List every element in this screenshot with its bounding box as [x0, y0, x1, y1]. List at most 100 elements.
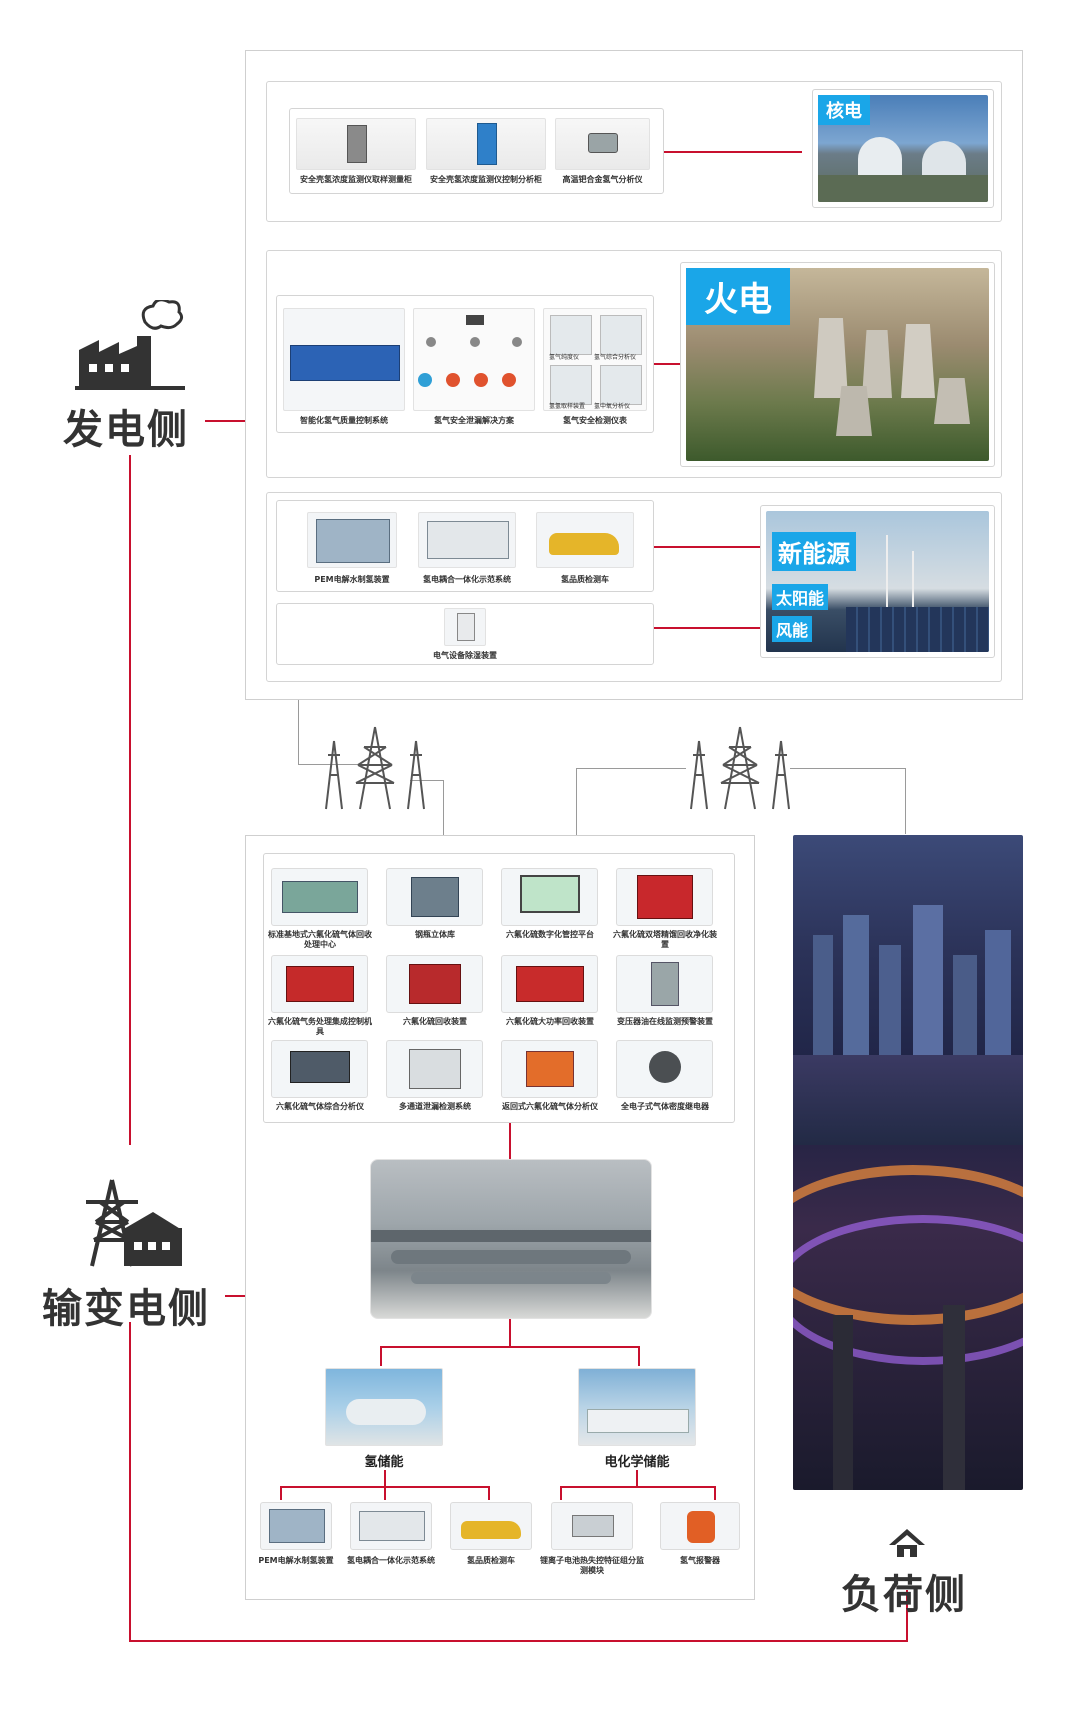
- substation-down-link: [509, 1319, 511, 1347]
- nuclear-tag: 核电: [818, 95, 870, 125]
- label-bottom-2: 氢品质检测车: [467, 1556, 515, 1565]
- product-palladium-analyzer[interactable]: [555, 118, 650, 170]
- load-side-label: 负荷侧: [841, 1572, 967, 1618]
- label-nuclear-2: 高温钯合金氢气分析仪: [562, 175, 643, 184]
- home-icon: [887, 1527, 927, 1559]
- label-renewable-1: 氢电耦合一体化示范系统: [423, 575, 511, 584]
- label-sf6-6: 六氟化硫大功率回收装置: [506, 1017, 594, 1026]
- nuclear-link: [664, 151, 802, 153]
- product-card-1[interactable]: [386, 868, 483, 926]
- bottom-line: [129, 1640, 908, 1642]
- product-control-cabinet[interactable]: [426, 118, 546, 170]
- substation-icon: [82, 1178, 182, 1268]
- electrochem-storage-label: 电化学储能: [604, 1455, 670, 1470]
- substation-photo: [370, 1159, 652, 1319]
- thermal-link: [654, 363, 680, 365]
- left-spine-bottom: [129, 1322, 131, 1642]
- electrochem-storage-photo: [578, 1368, 696, 1446]
- product-hydrogen-instruments[interactable]: [543, 308, 647, 411]
- label-nuclear-0: 安全壳氢浓度监测仪取样测量柜: [300, 175, 412, 184]
- tower-line-e: [576, 768, 577, 835]
- ec-branch-r: [714, 1486, 716, 1500]
- hydrogen-storage-photo: [325, 1368, 443, 1446]
- h2-branch-down: [384, 1470, 386, 1486]
- label-sf6-9: 多通道泄漏检测系统: [399, 1102, 471, 1111]
- storage-branch-left: [380, 1346, 382, 1366]
- tower-line-a: [298, 700, 299, 765]
- label-sf6-11: 全电子式气体密度继电器: [621, 1102, 709, 1111]
- transmission-tower-icon-right: [685, 725, 795, 810]
- transmission-side-label: 输变电侧: [42, 1286, 210, 1332]
- generation-side-label: 发电侧: [63, 407, 189, 453]
- label-sf6-7: 变压器油在线监测预警装置: [617, 1017, 713, 1026]
- product-card-8[interactable]: [271, 1040, 368, 1098]
- product-hydrogen-quality-system[interactable]: [283, 308, 405, 411]
- h2-branch-r: [488, 1486, 490, 1500]
- h2-branch-l: [280, 1486, 282, 1500]
- product-dehumidifier[interactable]: [444, 608, 486, 646]
- label-nuclear-1: 安全壳氢浓度监测仪控制分析柜: [430, 175, 542, 184]
- left-spine-top: [129, 455, 131, 1145]
- label-renewable-2: 氢品质检测车: [561, 575, 609, 584]
- label-bottom-4: 氢气报警器: [680, 1556, 720, 1565]
- h2-branch-m: [384, 1486, 386, 1500]
- product-card-10[interactable]: [501, 1040, 598, 1098]
- storage-branch: [380, 1346, 640, 1348]
- ec-branch: [560, 1486, 716, 1488]
- bottom-product-2[interactable]: [450, 1502, 532, 1550]
- ec-branch-l: [560, 1486, 562, 1500]
- product-hydrogen-test-vehicle[interactable]: [536, 512, 634, 568]
- trans-link: [225, 1295, 245, 1297]
- tower-line-c: [410, 780, 444, 781]
- tower-line-b: [298, 764, 358, 765]
- label-sf6-5: 六氟化硫回收装置: [403, 1017, 467, 1026]
- product-leak-solution[interactable]: [413, 308, 535, 411]
- thermal-tag: 火电: [686, 268, 790, 325]
- factory-icon: [75, 300, 185, 390]
- solar-tag: 太阳能: [772, 584, 829, 610]
- product-pem-electrolyzer[interactable]: [307, 512, 397, 568]
- product-card-5[interactable]: [386, 955, 483, 1013]
- bottom-product-1[interactable]: [350, 1502, 432, 1550]
- renewable-tag: 新能源: [772, 532, 856, 571]
- label-bottom-0: PEM电解水制氢装置: [258, 1556, 334, 1565]
- product-hydrogen-coupling-system[interactable]: [418, 512, 516, 568]
- tower-line-g: [790, 768, 905, 769]
- label-bottom-1: 氢电耦合一体化示范系统: [347, 1556, 435, 1565]
- right-up-line: [906, 1590, 908, 1642]
- label-sf6-3: 六氟化硫双塔精馏回收净化装置: [613, 930, 717, 949]
- product-card-4[interactable]: [271, 955, 368, 1013]
- label-thermal-2: 氢气安全检测仪表: [563, 416, 627, 425]
- label-sf6-2: 六氟化硫数字化管控平台: [506, 930, 594, 939]
- wind-tag: 风能: [772, 616, 813, 642]
- label-thermal-sub-0: 氢气纯度仪: [549, 354, 580, 361]
- label-thermal-sub-2: 氢氢取样装置: [549, 403, 586, 410]
- product-card-6[interactable]: [501, 955, 598, 1013]
- label-bottom-3: 锂离子电池热失控特征组分监测模块: [540, 1556, 644, 1575]
- product-card-0[interactable]: [271, 868, 368, 926]
- bottom-product-4[interactable]: [660, 1502, 740, 1550]
- label-thermal-sub-1: 氢气综合分析仪: [594, 354, 637, 361]
- city-night-photo: [793, 835, 1023, 1490]
- label-sf6-8: 六氟化硫气体综合分析仪: [276, 1102, 364, 1111]
- product-card-11[interactable]: [616, 1040, 713, 1098]
- label-thermal-sub-3: 氢中氧分析仪: [594, 403, 631, 410]
- product-card-2[interactable]: [501, 868, 598, 926]
- bottom-product-0[interactable]: [260, 1502, 332, 1550]
- label-renewable-0: PEM电解水制氢装置: [314, 575, 390, 584]
- ec-branch-down: [636, 1470, 638, 1486]
- gen-link: [205, 420, 245, 422]
- renewable-link-a: [654, 546, 760, 548]
- bottom-product-3[interactable]: [551, 1502, 633, 1550]
- label-sf6-4: 六氟化硫气务处理集成控制机具: [268, 1017, 372, 1036]
- tower-line-f: [576, 768, 686, 769]
- label-renewable-extra: 电气设备除湿装置: [433, 651, 497, 660]
- transmission-tower-icon-left: [320, 725, 430, 810]
- label-sf6-0: 标准基地式六氟化硫气体回收处理中心: [268, 930, 372, 949]
- sf6-to-substation-link: [509, 1123, 511, 1159]
- product-card-7[interactable]: [616, 955, 713, 1013]
- storage-branch-right: [638, 1346, 640, 1366]
- product-card-9[interactable]: [386, 1040, 483, 1098]
- product-sampling-cabinet[interactable]: [296, 118, 416, 170]
- product-card-3[interactable]: [616, 868, 713, 926]
